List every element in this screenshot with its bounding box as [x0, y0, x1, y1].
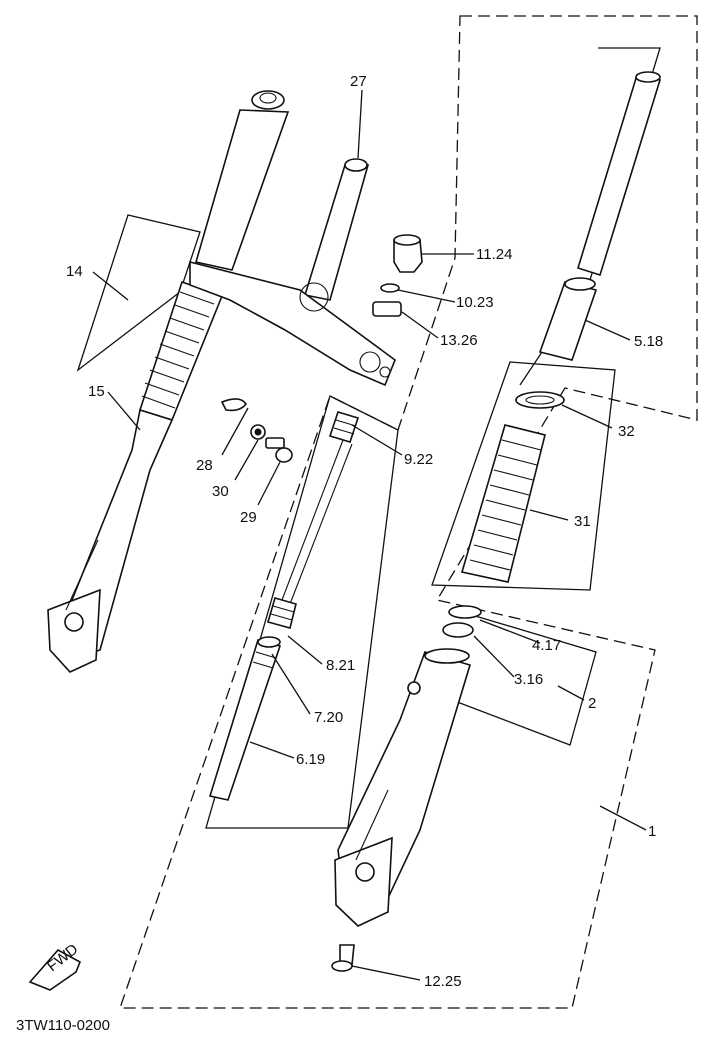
- damper-rod-6: [208, 636, 282, 801]
- callout-13-26: 13.26: [440, 332, 478, 349]
- outer-tube-right: [334, 605, 482, 927]
- washer-30: [250, 424, 266, 440]
- callout-2: 2: [588, 695, 596, 712]
- callout-8-21: 8.21: [326, 657, 355, 674]
- bolt-29: [265, 437, 293, 463]
- outline-group-1: [119, 15, 698, 1009]
- callout-3-16: 3.16: [514, 671, 543, 688]
- callout-9-22: 9.22: [404, 451, 433, 468]
- clip-28: [220, 398, 247, 412]
- fwd-arrow: FWD: [28, 941, 82, 991]
- figure-code: 3TW110-0200: [16, 1017, 110, 1034]
- callout-10-23: 10.23: [456, 294, 494, 311]
- inner-tube-right: [538, 71, 662, 361]
- callout-15: 15: [88, 383, 105, 400]
- callout-30: 30: [212, 483, 229, 500]
- drain-bolt-12: [331, 944, 355, 972]
- callout-5-18: 5.18: [634, 333, 663, 350]
- steering-stem-bracket: [189, 158, 396, 387]
- fork-leg-assembly-left: [47, 90, 290, 673]
- outline-group-2: [451, 611, 597, 746]
- boot-14-ribs: [141, 291, 215, 409]
- fork-spring-9: [267, 411, 360, 629]
- boot-31: [460, 424, 546, 583]
- leader-lines: [92, 89, 647, 981]
- callout-28: 28: [196, 457, 213, 474]
- callout-14: 14: [66, 263, 83, 280]
- callout-11-24: 11.24: [476, 246, 512, 263]
- boot-clamp-32: [515, 391, 565, 409]
- callout-1: 1: [648, 823, 656, 840]
- callout-27: 27: [350, 73, 367, 90]
- outline-group-32-31: [431, 361, 616, 591]
- bushing-13: [372, 301, 402, 317]
- callout-7-20: 7.20: [314, 709, 343, 726]
- cap-bolt-11: [393, 234, 423, 273]
- callout-29: 29: [240, 509, 257, 526]
- callout-4-17: 4.17: [532, 637, 561, 654]
- callout-32: 32: [618, 423, 635, 440]
- o-ring-10: [380, 283, 400, 293]
- callout-6-19: 6.19: [296, 751, 325, 768]
- callout-31: 31: [574, 513, 591, 530]
- callout-12-25: 12.25: [424, 973, 462, 990]
